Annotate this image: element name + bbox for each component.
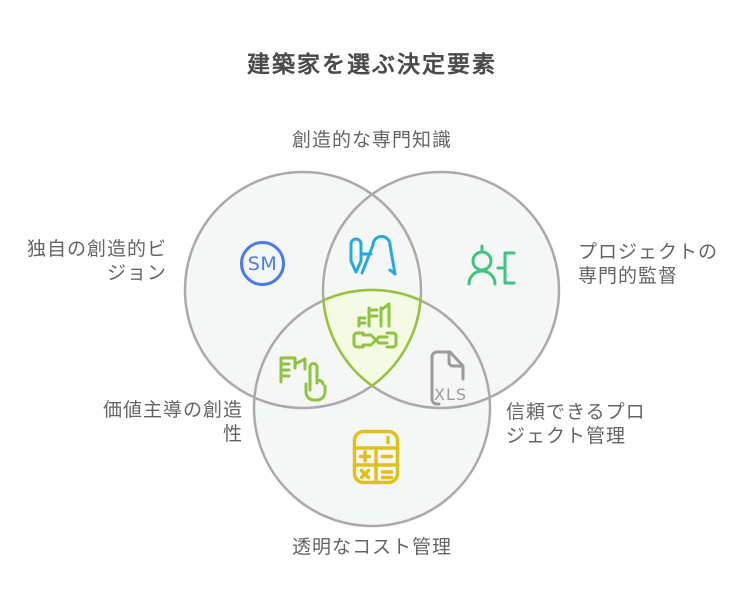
label-transparent-cost-management: 透明なコスト管理 [291, 536, 452, 558]
venn-circle-bottom-fill [254, 290, 490, 526]
sm-badge-text: SM [247, 252, 278, 275]
xls-file-label: XLS [434, 385, 468, 404]
label-creative-expertise: 創造的な専門知識 [291, 129, 452, 151]
venn-circle-right-outline [321, 170, 561, 410]
calculator-icon [351, 428, 401, 490]
label-reliable-project-management: 信頼できるプロ ジェクト管理 [506, 401, 646, 447]
venn-circle-left-outline [183, 170, 423, 410]
page-title: 建築家を選ぶ決定要素 [247, 52, 497, 78]
drafting-compass-icon [344, 230, 400, 286]
construction-worker-icon [465, 240, 519, 298]
xls-file-icon: XLS [423, 346, 471, 408]
label-unique-creative-vision: 独自の創造的ビ ジョン [26, 238, 167, 284]
building-handshake-icon [347, 302, 403, 356]
sm-badge-icon: SM [240, 241, 285, 286]
hand-tap-building-icon [273, 348, 333, 410]
label-value-driven-creativity: 価値主導の創造 性 [102, 399, 243, 445]
label-project-supervision: プロジェクトの 専門的監督 [578, 241, 719, 287]
